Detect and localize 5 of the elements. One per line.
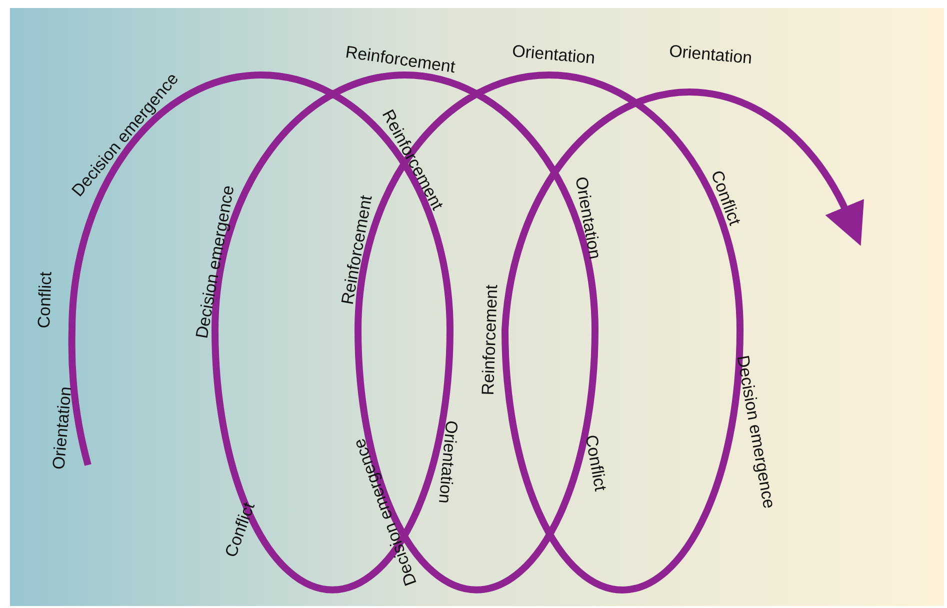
phase-label: Conflict	[34, 271, 56, 329]
phase-label: Reinforcement	[344, 42, 456, 78]
phase-label: Orientation	[48, 386, 76, 470]
phase-label: Orientation	[510, 41, 596, 69]
phase-label: Orientation	[668, 41, 752, 69]
